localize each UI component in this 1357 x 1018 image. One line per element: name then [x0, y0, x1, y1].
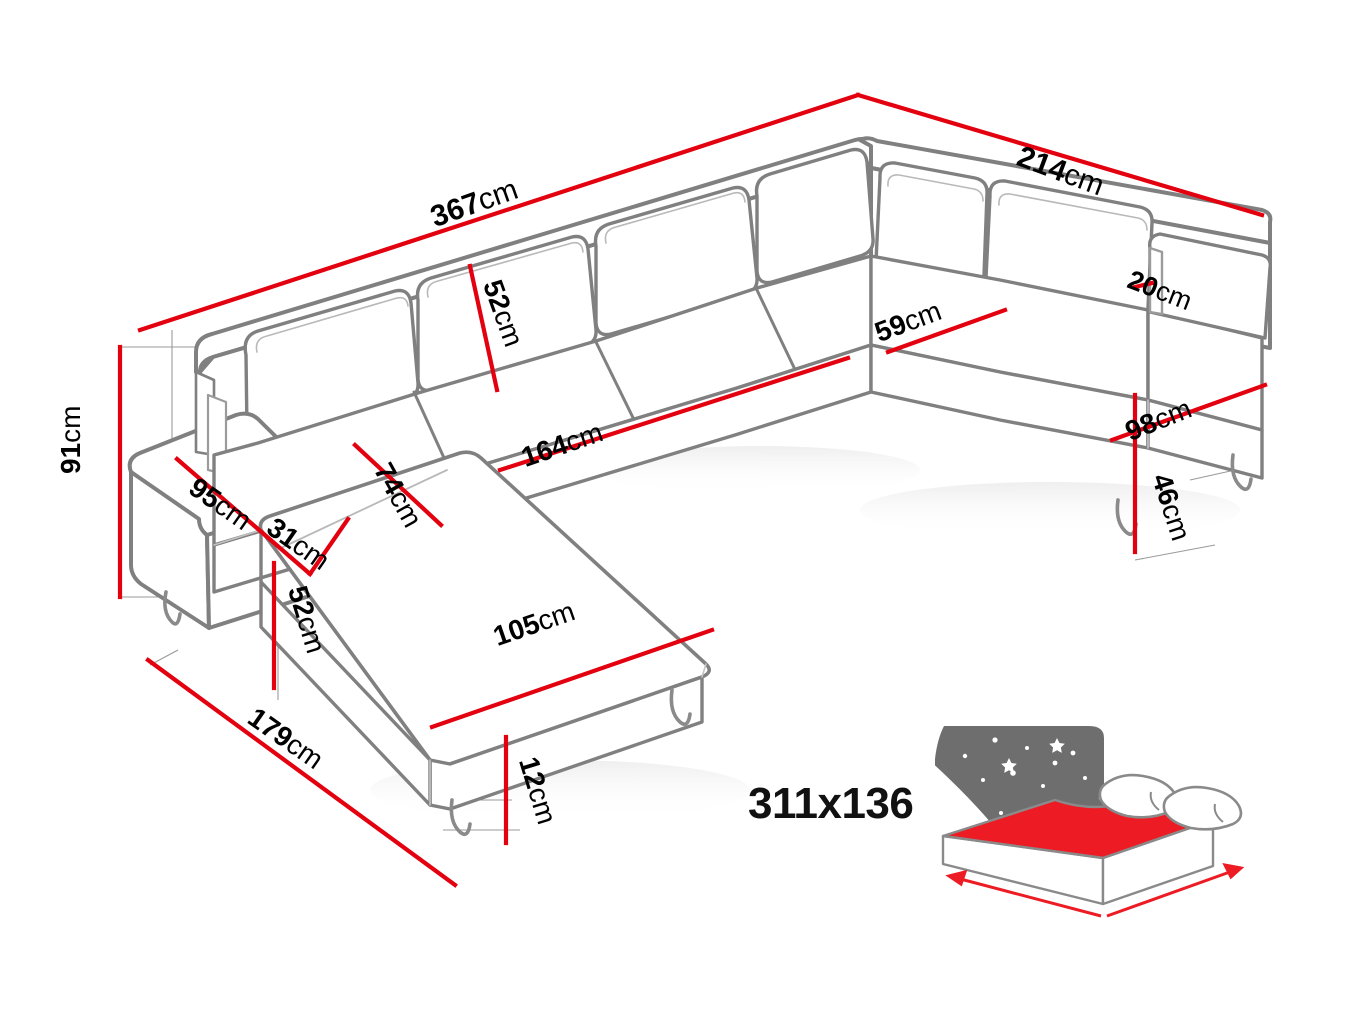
dimline-105	[429, 627, 715, 730]
backrest-cushion-4	[754, 147, 875, 285]
sofa-body	[127, 136, 1273, 811]
dimension-label-overall-height: 91cm	[55, 405, 86, 474]
dimline-98	[1109, 382, 1268, 443]
dimline-52-backrest	[467, 263, 500, 393]
right-armrest-inner	[1148, 246, 1164, 316]
dimension-lines	[117, 92, 1268, 888]
leg-left-rear	[163, 590, 182, 626]
leg-left-front	[449, 798, 472, 836]
chaise-seat-inner-seam	[280, 469, 448, 549]
dimline-74	[352, 442, 444, 528]
leg-right-wing	[1230, 453, 1253, 491]
dimline-214	[855, 92, 1265, 218]
dimline-164	[497, 355, 851, 473]
backrest-cushion-seams	[255, 191, 746, 353]
dimline-179	[145, 657, 458, 888]
construction-lines	[213, 399, 1149, 806]
sleeping-area-size-label: 311x136	[748, 779, 914, 828]
sleeping-area-icon	[935, 726, 1245, 918]
pillow-right	[1162, 785, 1243, 831]
pillow-right-crease	[1213, 803, 1224, 823]
dimline-95	[174, 456, 313, 577]
bed-dimension-arrows	[945, 862, 1245, 918]
pillows	[1098, 773, 1243, 831]
dimline-59	[885, 307, 1008, 355]
dimline-31	[307, 516, 351, 577]
sofa-back-panel-right	[858, 136, 1273, 245]
dimline-367	[137, 92, 861, 333]
backrest-cushions-left	[243, 147, 875, 445]
pillow-left-crease	[1149, 791, 1160, 811]
backrest-cushions-right-seams	[887, 174, 1148, 231]
dimline-20	[1132, 280, 1155, 290]
leg-chaise-right	[669, 688, 692, 726]
right-armrest	[1148, 232, 1273, 340]
